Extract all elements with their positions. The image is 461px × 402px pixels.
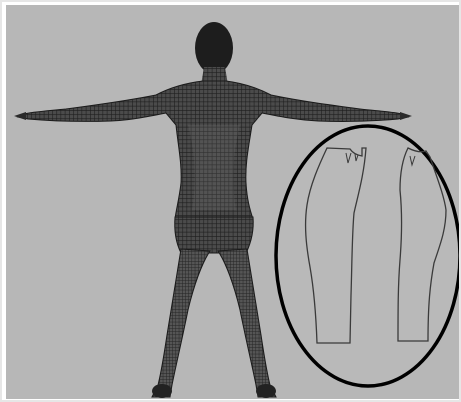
torso-shading [188, 125, 240, 210]
scene-canvas [6, 5, 459, 399]
left-foot [152, 384, 172, 398]
pattern-inset [276, 126, 459, 386]
pelvis-shape [175, 217, 253, 253]
right-foot [256, 384, 276, 398]
inset-ring [276, 126, 459, 386]
head-shape [195, 22, 233, 74]
